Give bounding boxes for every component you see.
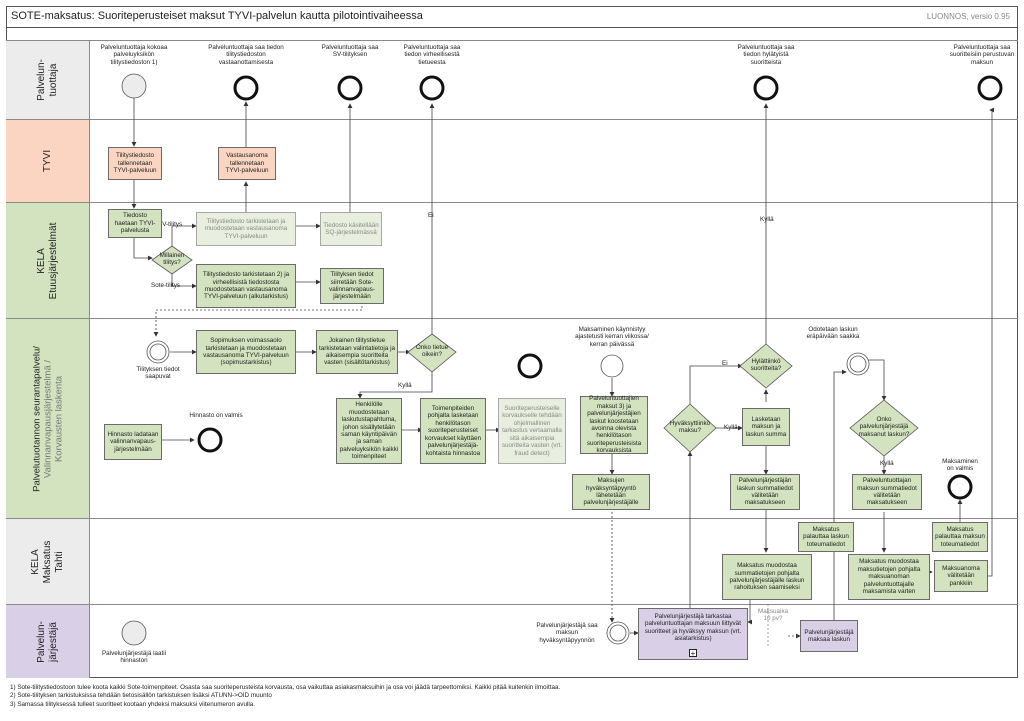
flow-label-kylla-1: Kyllä <box>398 382 412 389</box>
diagram-title: SOTE-maksatus: Suoriteperusteiset maksut… <box>11 10 423 22</box>
gateway-g1 <box>151 245 193 275</box>
end-event-e11 <box>947 474 973 500</box>
lane-header: Palvelun-tuottaja <box>6 41 90 119</box>
title-bar: SOTE-maksatus: Suoriteperusteiset maksut… <box>6 6 1018 28</box>
task-t24[interactable]: Palvelunjärjestäjä tarkastaa palveluntuo… <box>638 608 748 660</box>
gateway-g5 <box>849 399 919 457</box>
footnotes: 1) Sote-tilitystiedostoon tulee koota ka… <box>10 684 560 709</box>
task-t5[interactable]: Tiedosto käsitellään SQ-järjestelmässä <box>320 212 382 246</box>
task-t4[interactable]: Tilitystiedosto tarkistetaan ja muodoste… <box>196 212 296 246</box>
event-label-e8: Hinnasto on valmis <box>189 412 243 419</box>
task-t23[interactable]: Maksuanoma välitetään pankkiin <box>934 560 988 592</box>
intermediate-event-e13-inner <box>609 624 627 642</box>
task-t7[interactable]: Tilityksen tiedot siirretään Sote-valinn… <box>320 268 384 304</box>
task-t25[interactable]: Palvelunjärjestäjä maksaa laskun <box>800 620 858 652</box>
gateway-label-g3: Hylättiinkö suoritteita? <box>750 358 782 373</box>
footnote-1: 1) Sote-tilitystiedostoon tulee koota ka… <box>10 684 561 691</box>
end-event-e2 <box>233 75 259 101</box>
gateway-g2 <box>407 333 457 373</box>
subprocess-plus-icon[interactable]: + <box>689 649 697 658</box>
gateway-g3 <box>739 343 793 389</box>
task-t13[interactable]: Suoriteperusteiselle korvaukselle tehdää… <box>498 398 566 464</box>
task-t12[interactable]: Toimenpiteiden pohjalta lasketaan henkil… <box>420 398 486 464</box>
gateway-label-g5: Onko palvelunjärjestäjä maksanut laskun? <box>858 416 910 438</box>
task-t9[interactable]: Jokainen tilitystietue tarkistetaan vali… <box>316 330 398 374</box>
event-label-e9: Maksaminen käynnistyy ajastetusti kerran… <box>575 326 649 348</box>
task-t2[interactable]: Vastausanoma tallennetaan TYVI-palveluun <box>218 147 276 180</box>
event-label-e3: Palveluntuottaja saa SV-tilityksen <box>321 44 379 59</box>
intermediate-event-e7-inner <box>149 343 167 361</box>
footnote-3: 3) Samassa tilityksessä tulleet suoritte… <box>10 700 255 708</box>
lane-header: TYVI <box>6 120 90 202</box>
end-event-e5 <box>753 75 779 101</box>
task-t1[interactable]: Tilitystiedosto tallennetaan TYVI-palvel… <box>108 147 162 180</box>
end-event-e3 <box>337 75 363 101</box>
task-t3[interactable]: Tiedosto haetaan TYVI-palvelusta <box>108 209 162 238</box>
end-event-e4 <box>419 75 445 101</box>
gateway-g4 <box>663 403 717 453</box>
event-label-e1: Palveluntuottaja kokoaa palveluyksikön t… <box>100 44 168 66</box>
task-t10[interactable]: Hinnasto ladataan valinnanvapaus-järjest… <box>104 424 162 460</box>
flow-label-ei-1: Ei <box>428 212 434 219</box>
event-label-e4: Palveluntuottaja saa tiedon virheellises… <box>403 44 461 66</box>
event-label-e13: Palvelunjärjestäjä saa maksun hyväksyntä… <box>536 622 598 644</box>
gateway-label-g1: Millainen tilitys? <box>159 252 185 267</box>
flow-label-ei-2: Ei <box>722 360 728 367</box>
lane-palvelutuotannon-seuranta: Palvelutuotannon seurantapalvelu/ Valinn… <box>6 318 1018 518</box>
start-event-e1 <box>121 73 147 99</box>
version-label: LUONNOS, versio 0.95 <box>926 12 1010 21</box>
task-t15[interactable]: Maksujen hyväksyntäpyyntö lähetetään pal… <box>572 474 650 510</box>
task-t18[interactable]: Palveluntuottajan maksun summatiedot väl… <box>852 474 922 510</box>
footnote-2: 2) Sote-tilityksen tarkistuksissa tehdää… <box>10 692 272 700</box>
flow-label-kylla-4: Kyllä <box>880 460 894 467</box>
task-t21[interactable]: Maksatus muodostaa summatietojen pohjalt… <box>722 554 812 600</box>
event-label-e10: Odotetaan laskun eräpäivään saakka <box>806 326 860 341</box>
gateways <box>151 245 919 457</box>
intermediate-event-e9 <box>600 354 624 378</box>
lane-header: Palvelutuotannon seurantapalvelu/ Valinn… <box>6 319 90 518</box>
end-event-e6 <box>977 75 1003 101</box>
end-events <box>197 75 1003 500</box>
intermediate-events <box>146 340 870 645</box>
start-events <box>121 73 147 646</box>
task-t17[interactable]: Palvelunjärjestäjän laskun summatiedot v… <box>730 474 800 510</box>
task-t22[interactable]: Maksatus muodostaa maksutietojen pohjalt… <box>848 554 930 600</box>
event-label-e6: Palveluntuottaja saa suoritteisiin perus… <box>949 44 1015 66</box>
task-t8[interactable]: Sopimuksen voimassaolo tarkistetaan ja m… <box>196 330 296 374</box>
event-label-e11: Maksaminen on valmis <box>942 458 978 473</box>
flow-label-sote-tilitys: Sote-tilitys <box>151 282 181 289</box>
event-label-e2: Palveluntuottaja saa tiedon tilitystiedo… <box>208 44 284 66</box>
gateway-label-g4: Hyväksyttiinkö maksu? <box>669 420 711 435</box>
lane-tyvi: TYVI <box>6 119 1018 202</box>
start-event-e12 <box>121 620 147 646</box>
lane-header: Palvelun-järjestäjä <box>6 605 90 678</box>
flow-label-kylla-2: Kyllä <box>760 216 774 223</box>
event-label-e7: Tilityksen tiedot saapuvat <box>136 366 180 381</box>
intermediate-event-e10-inner <box>849 355 867 373</box>
task-t19[interactable]: Maksatus palauttaa laskun toteumatiedot <box>798 522 854 552</box>
lane-palvelunjarjestaja: Palvelun-järjestäjä <box>6 604 1018 678</box>
end-event-tietue <box>517 353 543 379</box>
task-t16[interactable]: Lasketaan maksun ja laskun summa <box>742 408 790 446</box>
task-t11[interactable]: Henkilölle muodostetaan laskutustapahtum… <box>336 398 402 464</box>
gateway-label-g2: Onko tietue oikein? <box>415 344 449 359</box>
flow-label-kylla-3: Kyllä <box>724 424 738 431</box>
task-t20[interactable]: Maksatus palauttaa maksun toteumatiedot <box>932 522 988 552</box>
task-t6[interactable]: Tilitystiedosto tarkistetaan 2) ja virhe… <box>196 264 296 308</box>
event-label-e5: Palveluntuottaja saa tiedon hylätyistä s… <box>737 44 795 66</box>
flow-label-maksuaika: Maksuaika 10 pv? <box>758 608 789 623</box>
lane-palveluntuottaja: Palvelun-tuottaja <box>6 40 1018 119</box>
task-t14[interactable]: Palveluntuottajien maksut 3) ja palvelun… <box>580 395 648 454</box>
flow-label-sv-tilitys: SV-tilitys <box>158 221 183 228</box>
end-event-e8 <box>197 427 223 453</box>
event-label-e12: Palvelunjärjestäjä laatii hinnaston <box>101 650 167 665</box>
